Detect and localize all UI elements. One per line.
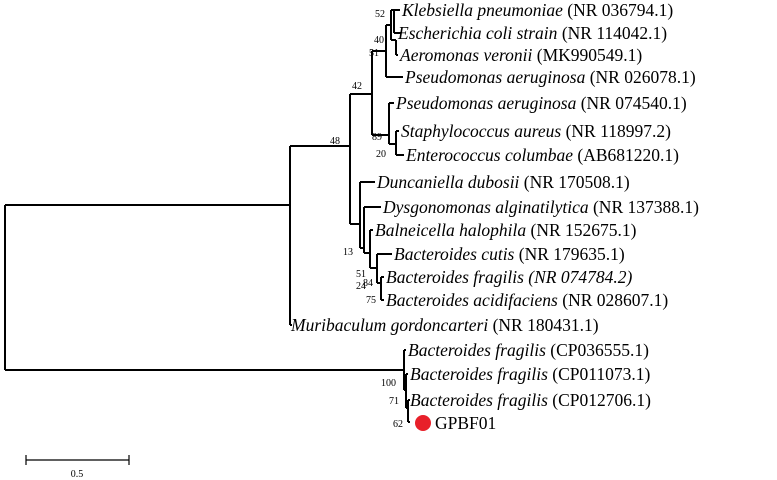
taxon-label: Klebsiella pneumoniae (NR 036794.1) <box>401 0 673 20</box>
bootstrap-value: 13 <box>343 247 353 258</box>
taxon-label: Bacteroides fragilis (CP036555.1) <box>408 340 649 360</box>
taxon-label: Escherichia coli strain (NR 114042.1) <box>397 23 667 43</box>
bootstrap-value: 71 <box>389 396 399 407</box>
taxon-labels: Klebsiella pneumoniae (NR 036794.1) Esch… <box>290 0 699 433</box>
taxon-label: Bacteroides cutis (NR 179635.1) <box>394 244 625 264</box>
taxon-label: Bacteroides fragilis (CP012706.1) <box>410 390 651 410</box>
bootstrap-value: 24 <box>356 281 366 292</box>
bootstrap-value: 62 <box>393 419 403 430</box>
bootstrap-value: 89 <box>372 132 382 143</box>
scale-bar: 0.5 <box>25 455 130 480</box>
bootstrap-value: 84 <box>363 278 373 289</box>
highlight-dot <box>415 415 431 431</box>
taxon-label: Bacteroides fragilis (NR 074784.2) <box>386 267 632 287</box>
bootstrap-value: 48 <box>330 136 340 147</box>
taxon-label: Duncaniella dubosii (NR 170508.1) <box>376 172 630 192</box>
tree-branches <box>4 9 410 423</box>
taxon-label: Pseudomonas aeruginosa (NR 026078.1) <box>404 67 696 87</box>
bootstrap-value: 100 <box>381 378 396 389</box>
taxon-label: Muribaculum gordoncarteri (NR 180431.1) <box>290 315 599 335</box>
bootstrap-value: 52 <box>375 9 385 20</box>
taxon-label: Aeromonas veronii (MK990549.1) <box>399 45 642 65</box>
taxon-label: Staphylococcus aureus (NR 118997.2) <box>401 121 671 141</box>
taxon-label: Dysgonomonas alginatilytica (NR 137388.1… <box>382 197 699 217</box>
scale-bar-label: 0.5 <box>71 469 84 480</box>
bootstrap-values: 52 40 51 42 89 20 48 13 51 24 84 75 100 … <box>330 9 403 430</box>
taxon-label: Enterococcus columbae (AB681220.1) <box>405 145 679 165</box>
taxon-label: Balneicella halophila (NR 152675.1) <box>375 220 637 240</box>
bootstrap-value: 51 <box>356 269 366 280</box>
bootstrap-value: 40 <box>374 35 384 46</box>
taxon-label: Bacteroides fragilis (CP011073.1) <box>410 364 650 384</box>
bootstrap-value: 51 <box>369 48 379 59</box>
taxon-label-highlighted: GPBF01 <box>435 413 496 433</box>
taxon-label: Pseudomonas aeruginosa (NR 074540.1) <box>395 93 687 113</box>
bootstrap-value: 20 <box>376 149 386 160</box>
taxon-label: Bacteroides acidifaciens (NR 028607.1) <box>386 290 668 310</box>
bootstrap-value: 75 <box>366 295 376 306</box>
bootstrap-value: 42 <box>352 81 362 92</box>
